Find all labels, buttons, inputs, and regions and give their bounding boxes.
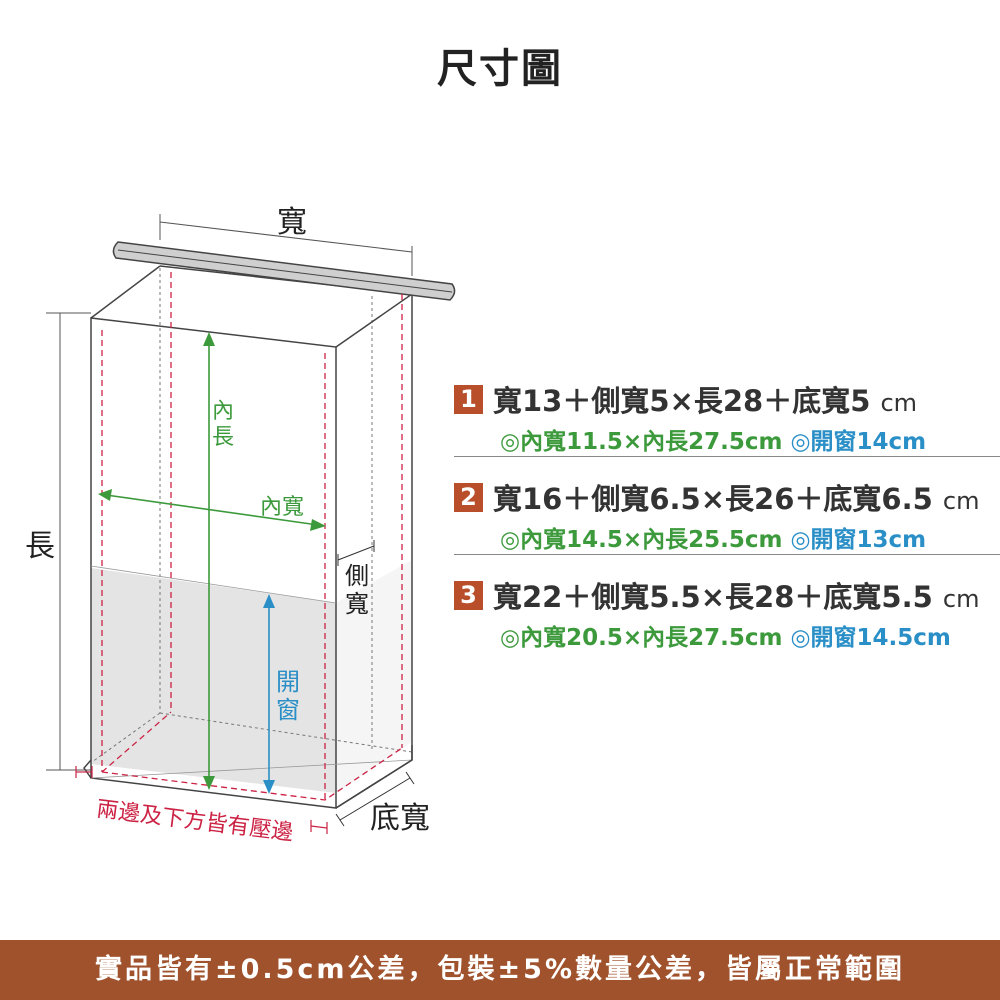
spec-item: 1 寬13＋側寬5×長28＋底寬5 cm ◎內寬11.5×內長27.5cm ◎開… — [454, 378, 1000, 476]
spec-inner-size: ◎內寬11.5×內長27.5cm — [500, 429, 783, 455]
spec-window-size: ◎開窗13cm — [790, 527, 927, 553]
label-side-width-2: 寬 — [345, 590, 369, 618]
label-length: 長 — [25, 529, 55, 564]
spec-dimensions: 寬22＋側寬5.5×長28＋底寬5.5 — [493, 580, 933, 614]
width-dimension — [159, 214, 413, 276]
label-window-1: 開 — [276, 668, 300, 696]
back-edges — [91, 268, 413, 763]
label-window-2: 窗 — [276, 696, 300, 724]
spec-list: 1 寬13＋側寬5×長28＋底寬5 cm ◎內寬11.5×內長27.5cm ◎開… — [454, 378, 1000, 672]
label-inner-length-1: 內 — [212, 399, 234, 424]
length-dimension — [46, 312, 91, 771]
spec-number-badge: 1 — [454, 384, 483, 414]
spec-window-size: ◎開窗14.5cm — [790, 625, 951, 651]
inner-length-arrow — [203, 332, 215, 790]
window-arrow — [263, 594, 275, 794]
spec-unit: cm — [942, 585, 980, 613]
window-side — [336, 560, 412, 793]
label-bottom-width: 底寬 — [370, 801, 430, 836]
spec-number-badge: 2 — [454, 482, 483, 512]
spec-unit: cm — [942, 487, 980, 515]
side-width-dimension — [337, 540, 375, 566]
spec-inner-size: ◎內寬14.5×內長25.5cm — [500, 527, 783, 553]
divider — [454, 554, 1000, 555]
tin-tie — [112, 241, 456, 301]
spec-unit: cm — [880, 389, 918, 417]
label-seal-note: 兩邊及下方皆有壓邊 — [95, 797, 295, 846]
spec-number-badge: 3 — [454, 580, 483, 610]
spec-window-size: ◎開窗14cm — [790, 429, 927, 455]
spec-item: 3 寬22＋側寬5.5×長28＋底寬5.5 cm ◎內寬20.5×內長27.5c… — [454, 574, 1000, 672]
label-width: 寬 — [277, 205, 307, 240]
inner-width-arrow — [98, 489, 326, 531]
spec-dimensions: 寬16＋側寬6.5×長26＋底寬6.5 — [493, 482, 933, 516]
spec-dimensions: 寬13＋側寬5×長28＋底寬5 — [493, 384, 871, 418]
label-side-width-1: 側 — [345, 562, 369, 590]
label-inner-width: 內寬 — [260, 495, 304, 520]
divider — [454, 456, 1000, 457]
page-title: 尺寸圖 — [437, 46, 563, 92]
spec-inner-size: ◎內寬20.5×內長27.5cm — [500, 625, 783, 651]
seal-lines — [101, 272, 403, 801]
spec-item: 2 寬16＋側寬6.5×長26＋底寬6.5 cm ◎內寬14.5×內長25.5c… — [454, 476, 1000, 574]
seal-marks — [75, 766, 328, 834]
bottom-width-dimension — [335, 771, 415, 827]
window-area — [91, 568, 336, 793]
footer-tolerance-note: 實品皆有±0.5cm公差，包裝±5%數量公差，皆屬正常範圍 — [0, 940, 1000, 1000]
label-inner-length-2: 長 — [212, 425, 234, 450]
